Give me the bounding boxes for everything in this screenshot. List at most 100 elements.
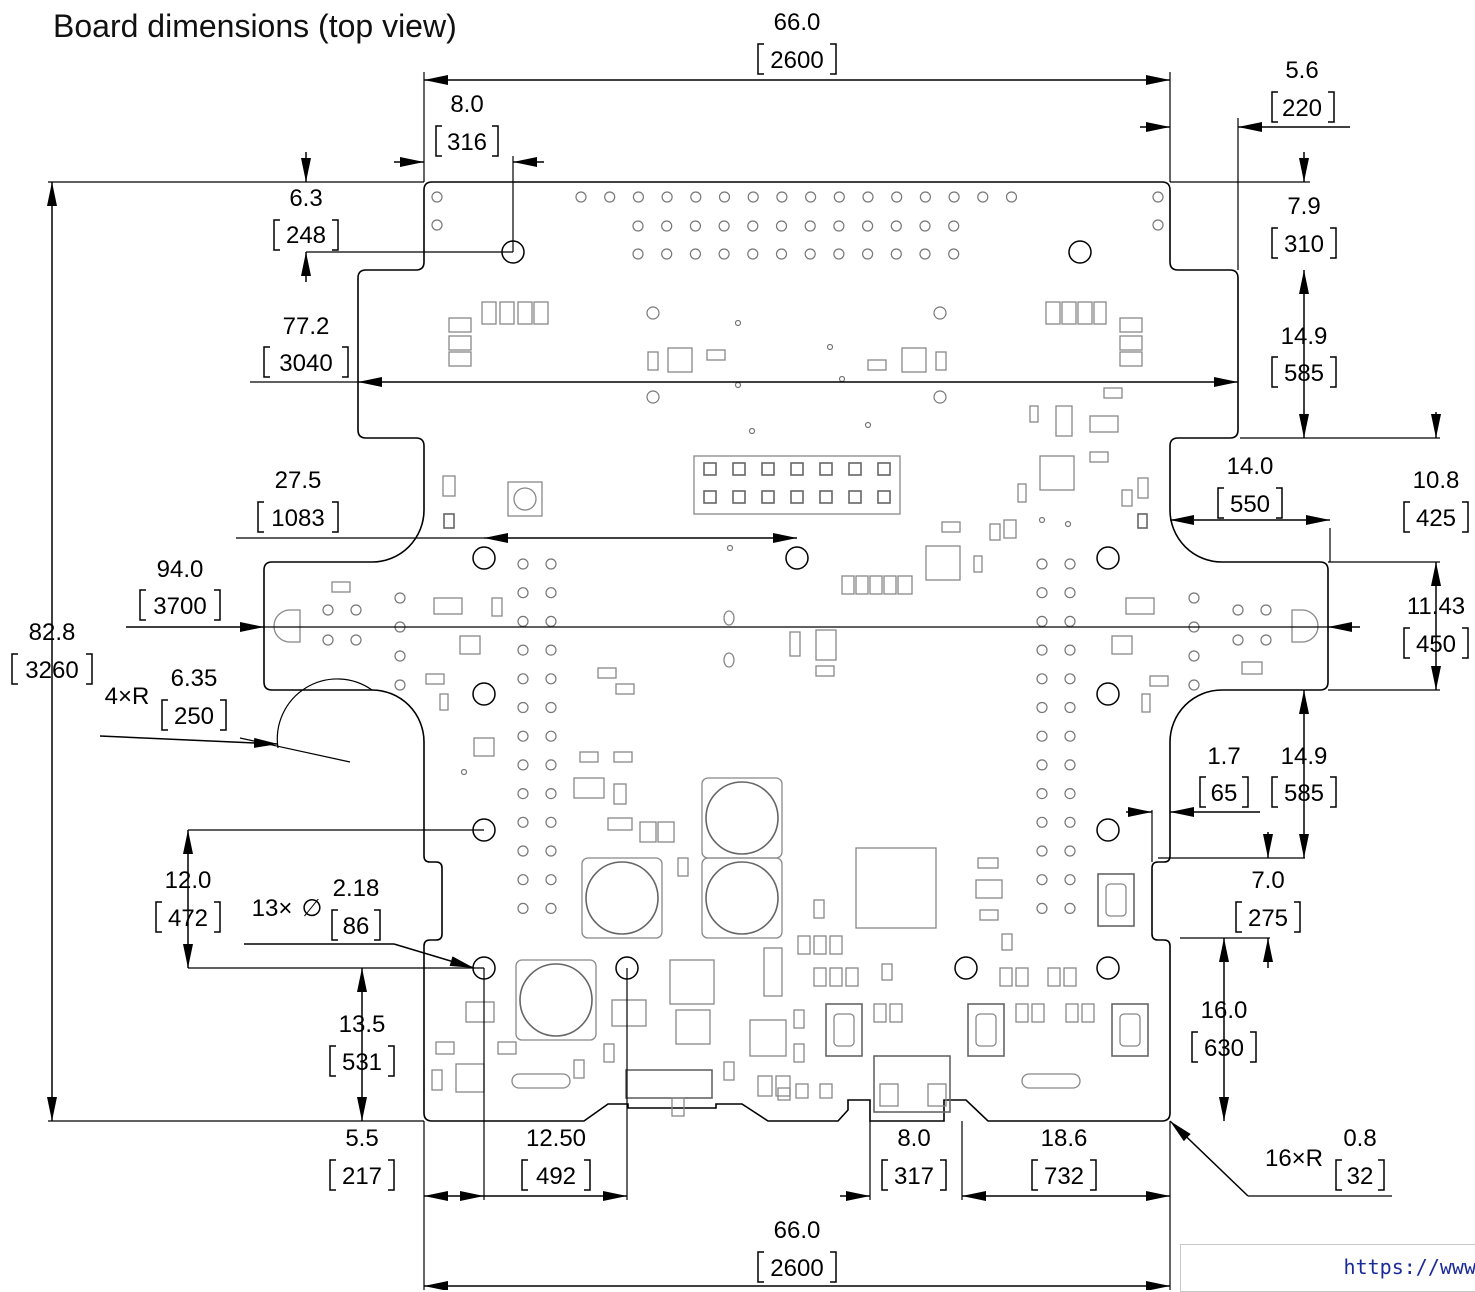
pad (517, 615, 529, 628)
pad (517, 845, 529, 857)
pad (977, 191, 989, 203)
pad (718, 191, 731, 203)
pad (517, 701, 529, 714)
header-pins (431, 191, 1164, 260)
dim-width-upper-mm: 77.2 (283, 313, 330, 340)
dim-small-step-mm: 1.7 (1207, 743, 1240, 770)
pad (890, 248, 902, 260)
dim-top-hole-mil: 248 (286, 222, 326, 249)
pad (517, 644, 529, 656)
pad (394, 650, 406, 662)
pad (1036, 874, 1048, 886)
pad (948, 191, 960, 203)
dim-width-bottom-mil: 2600 (770, 1255, 823, 1282)
dim-width-top-mil: 2600 (770, 47, 823, 74)
pad (517, 759, 529, 771)
pad (322, 604, 334, 616)
pad (1152, 219, 1164, 231)
pad (517, 816, 529, 828)
pad (790, 490, 804, 504)
pad (545, 874, 557, 886)
pad (545, 673, 557, 685)
dim-holes-prefix: 13× (252, 895, 293, 922)
dim-bottom-125-mil: 492 (536, 1163, 576, 1190)
dim-bottom-16-mm: 16.0 (1201, 997, 1248, 1024)
pad (833, 191, 845, 203)
dim-radius-small-mm: 0.8 (1343, 1125, 1376, 1152)
url-text[interactable]: https://www (1343, 1255, 1475, 1279)
pad (431, 219, 443, 231)
dim-bottom-135-mil: 531 (342, 1049, 382, 1076)
pad (1036, 845, 1048, 857)
dim-tab-h-mil: 450 (1416, 631, 1456, 658)
pad (632, 220, 644, 232)
diameter-symbol: ∅ (302, 895, 323, 922)
dim-radius-big-mil: 250 (174, 703, 214, 730)
pad (804, 191, 817, 203)
pad (545, 587, 557, 599)
pad (517, 902, 529, 915)
pad (1064, 673, 1076, 685)
pad (747, 191, 759, 203)
pad (604, 191, 616, 203)
dim-usb-w-mm: 8.0 (897, 1125, 930, 1152)
pad (517, 730, 529, 742)
pad (575, 191, 587, 203)
pad (1036, 673, 1048, 685)
dim-holes-mm: 2.18 (333, 875, 380, 902)
pad (1152, 191, 1164, 203)
pad (862, 191, 874, 203)
pad (689, 220, 702, 232)
pad (517, 587, 529, 599)
pad (1232, 604, 1244, 616)
dim-right-lower-mil: 585 (1284, 780, 1324, 807)
dim-right-top-mm: 7.9 (1287, 193, 1320, 220)
pad (517, 673, 529, 685)
pad (1064, 902, 1076, 915)
round-pads (322, 516, 1272, 915)
pad (747, 248, 759, 260)
pad (1260, 634, 1272, 646)
mounting-hole (954, 956, 978, 980)
pad (690, 191, 702, 203)
pad (1064, 787, 1076, 800)
dim-right-notch-mil: 550 (1230, 491, 1270, 518)
pad (632, 248, 644, 260)
mounting-hole (1096, 956, 1120, 980)
dim-hole-span-mil: 1083 (271, 505, 324, 532)
pad (919, 248, 931, 260)
dim-width-upper-mil: 3040 (279, 350, 332, 377)
pad (1260, 604, 1272, 616)
dim-top-hole-mm: 6.3 (289, 185, 322, 212)
dim-width-mid-mm: 94.0 (157, 556, 204, 583)
dim-right-ext-mm: 14.9 (1281, 323, 1328, 350)
dimension-lines (47, 72, 1441, 1290)
pad (761, 462, 775, 476)
pad (776, 191, 788, 203)
dim-tab-h-mm: 11.43 (1407, 593, 1465, 620)
pad (703, 462, 717, 476)
dim-height-mil: 3260 (25, 657, 78, 684)
components (273, 301, 1319, 1117)
dim-radius-small-prefix: 16×R (1265, 1145, 1323, 1172)
pad (1188, 592, 1200, 604)
pad (661, 191, 673, 203)
pad (1232, 634, 1244, 646)
pad (545, 730, 557, 742)
pad (1188, 650, 1200, 662)
pad (1064, 730, 1076, 742)
pad (661, 220, 673, 232)
pad (1036, 787, 1048, 800)
dim-left-12-mil: 472 (168, 905, 208, 932)
pad (1064, 845, 1076, 857)
dim-right-step-mil: 220 (1282, 95, 1322, 122)
pad (718, 248, 730, 260)
header-2x7 (693, 455, 901, 515)
pad (394, 679, 406, 691)
url-overlay[interactable]: https://www (1180, 1244, 1475, 1292)
pad (1188, 679, 1200, 691)
pad (1064, 816, 1076, 828)
pad (1005, 191, 1018, 203)
pad (861, 248, 874, 260)
pad (1064, 520, 1072, 528)
